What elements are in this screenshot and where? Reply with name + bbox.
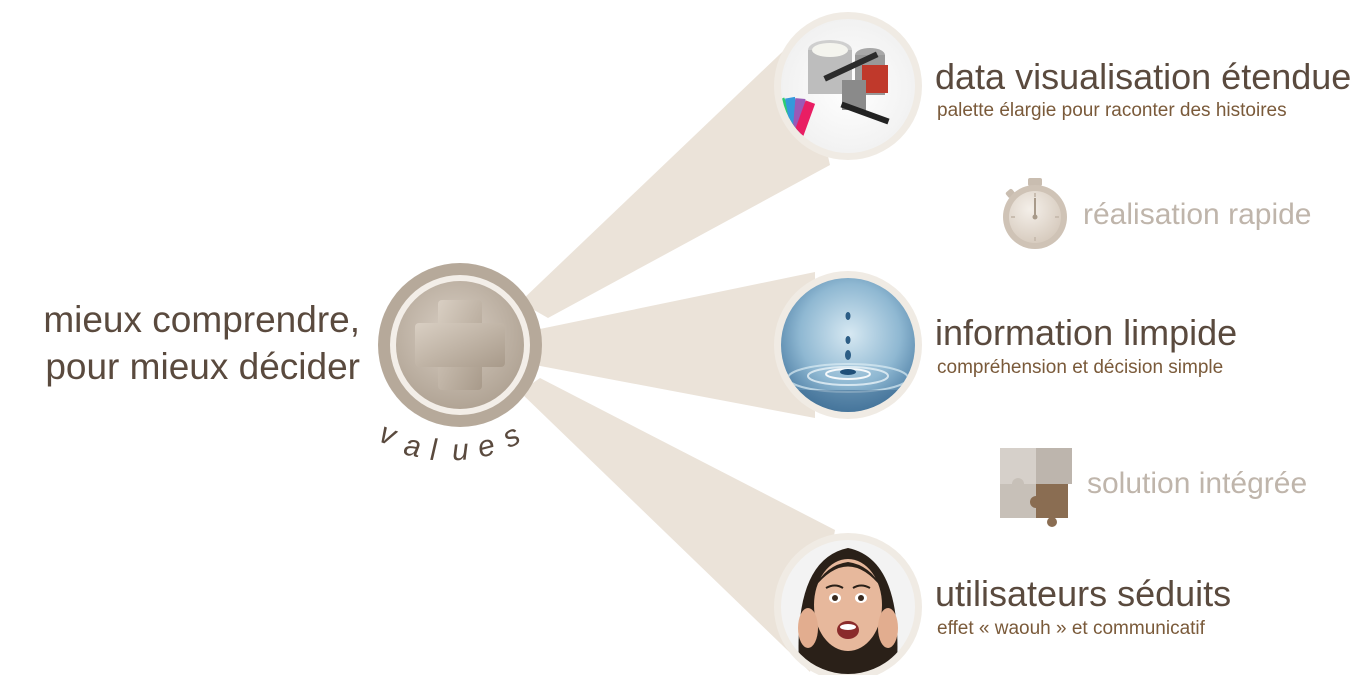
item-title-users: utilisateurs séduits <box>935 573 1232 614</box>
puzzle-icon <box>1000 448 1072 527</box>
tagline-line-2: pour mieux décider <box>45 346 360 387</box>
item-title-dataviz: data visualisation étendue <box>935 56 1352 97</box>
beam-top <box>520 35 830 318</box>
item-subtitle-information: compréhension et décision simple <box>937 357 1224 378</box>
stopwatch-icon <box>1003 178 1067 249</box>
hub-label-letter: v <box>374 416 401 453</box>
beam-bottom <box>520 378 835 672</box>
secondary-label-rapide: réalisation rapide <box>1083 198 1312 231</box>
item-subtitle-users: effet « waouh » et communicatif <box>937 618 1205 639</box>
hub-label-letter: s <box>497 418 526 455</box>
beam-middle <box>535 272 815 418</box>
hub-label-letter: e <box>474 428 499 465</box>
hub-circle <box>378 263 542 427</box>
hub-label-letter: u <box>450 433 470 468</box>
tagline-line-1: mieux comprendre, <box>43 299 360 340</box>
plus-icon <box>415 300 505 390</box>
item-subtitle-dataviz: palette élargie pour raconter des histoi… <box>937 100 1287 121</box>
hub-label-letter: a <box>401 428 424 465</box>
tagline: mieux comprendre, pour mieux décider <box>10 296 360 390</box>
water-drop-photo <box>781 278 915 412</box>
item-title-information: information limpide <box>935 312 1238 353</box>
secondary-label-integree: solution intégrée <box>1087 467 1308 500</box>
hub-label: v a l u e s <box>374 416 544 478</box>
surprised-woman-photo <box>781 540 915 674</box>
hub-label-letter: l <box>429 433 438 468</box>
